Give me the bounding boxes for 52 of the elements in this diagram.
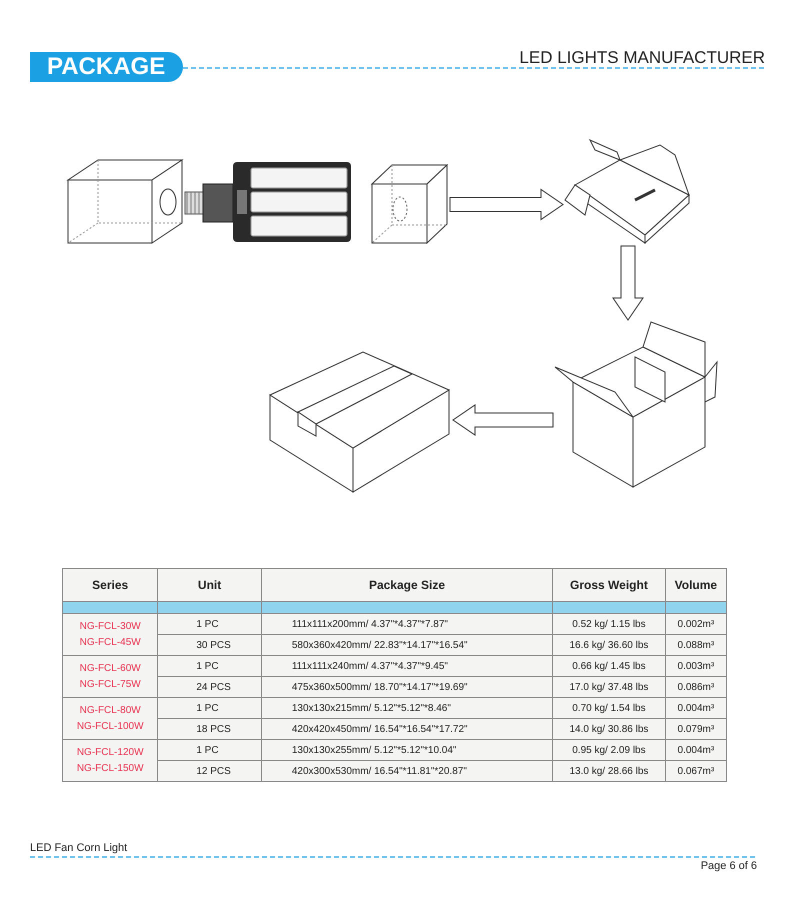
table-cell: 580x360x420mm/ 22.83"*14.17"*16.54" [261,634,553,656]
table-cell: 111x111x200mm/ 4.37"*4.37"*7.87" [261,614,553,634]
table-cell: 1 PC [158,656,262,676]
model-label: NG-FCL-30W [78,621,142,632]
table-cell: 130x130x215mm/ 5.12"*5.12"*8.46" [261,698,553,718]
table-cell: 130x130x255mm/ 5.12"*5.12"*10.04" [261,740,553,760]
header-cell: Unit [158,568,262,602]
model-label: NG-FCL-45W [78,637,142,648]
header-cell: Package Size [261,568,553,602]
table-cell: 1 PC [158,614,262,634]
model-label: NG-FCL-75W [78,679,142,690]
table-cell: 0.002m³ [665,614,726,634]
table-cell: 1 PC [158,698,262,718]
table-cell: 14.0 kg/ 30.86 lbs [552,718,666,740]
table-cell: 12 PCS [158,760,262,782]
table-cell: 13.0 kg/ 28.66 lbs [552,760,666,782]
table-cell: 0.003m³ [665,656,726,676]
table-cell: 0.66 kg/ 1.45 lbs [552,656,666,676]
footer-text: LED Fan Corn Light [30,842,128,854]
table-cell: 0.086m³ [665,676,726,698]
header-cell: Volume [665,568,726,602]
table-cell: 0.004m³ [665,698,726,718]
table-cell: 18 PCS [158,718,262,740]
table-cell: 0.004m³ [665,740,726,760]
model-label: NG-FCL-120W [76,747,145,758]
table-cell: 111x111x240mm/ 4.37"*4.37"*9.45" [261,656,553,676]
header-cell: Series [62,568,158,602]
table-cell: 0.067m³ [665,760,726,782]
model-label: NG-FCL-60W [78,663,142,674]
table-cell: 0.52 kg/ 1.15 lbs [552,614,666,634]
block-arrow [452,404,554,436]
table-cell: 420x420x450mm/ 16.54"*16.54"*17.72" [261,718,553,740]
header-text: LED LIGHTS MANUFACTURER [519,48,765,68]
table-cell: 0.70 kg/ 1.54 lbs [552,698,666,718]
table-cell: 0.088m³ [665,634,726,656]
model-label: NG-FCL-80W [78,705,142,716]
model-label: NG-FCL-100W [76,721,145,732]
section-title: PACKAGE [30,52,183,82]
table-cell: 24 PCS [158,676,262,698]
block-arrow [450,188,564,220]
table-cell: 475x360x500mm/ 18.70"*14.17"*19.69" [261,676,553,698]
model-label: NG-FCL-150W [76,763,145,774]
table-cell: 420x300x530mm/ 16.54"*11.81"*20.87" [261,760,553,782]
table-cell: 30 PCS [158,634,262,656]
table-cell: 0.079m³ [665,718,726,740]
block-arrow [612,246,644,321]
header-cell: Gross Weight [552,568,666,602]
table-cell: 16.6 kg/ 36.60 lbs [552,634,666,656]
table-cell: 0.95 kg/ 2.09 lbs [552,740,666,760]
table-cell: 17.0 kg/ 37.48 lbs [552,676,666,698]
page-number: Page 6 of 6 [700,860,757,872]
table-cell: 1 PC [158,740,262,760]
